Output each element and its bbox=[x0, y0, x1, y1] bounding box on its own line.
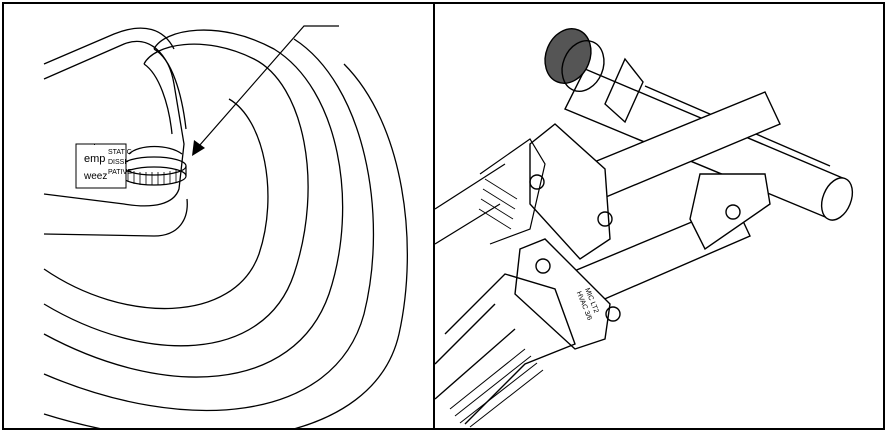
right-illustration: MIC LT2 HVAC 3/6 bbox=[435, 28, 854, 428]
pointer-arrowhead bbox=[192, 140, 205, 156]
left-panel-hose-clamp-detail: emp weez STATIC DISSI- PATIVE bbox=[2, 2, 436, 430]
handle-body bbox=[43, 40, 185, 207]
grip-ribs bbox=[449, 348, 544, 428]
handle-bottom bbox=[43, 198, 188, 237]
logo-text-1: emp bbox=[84, 153, 105, 165]
mic-capsule-ring bbox=[561, 40, 605, 92]
clamp-collar bbox=[128, 145, 183, 155]
label-block: emp weez STATIC DISSI- PATIVE bbox=[75, 143, 132, 189]
hose-outline-3 bbox=[43, 38, 375, 412]
label-line-3: PATIVE bbox=[108, 169, 132, 176]
rod-bracket bbox=[689, 173, 771, 251]
hose-outline-4 bbox=[43, 63, 409, 428]
upper-head-ribs bbox=[478, 178, 518, 230]
handle-grip bbox=[435, 273, 576, 425]
label-line-1: STATIC bbox=[108, 149, 132, 156]
logo-text-2: weez bbox=[83, 171, 107, 182]
label-line-2: DISSI- bbox=[108, 159, 129, 166]
handle-top-edge bbox=[43, 27, 175, 65]
upper-clamp bbox=[529, 123, 613, 260]
hose-outline-1 bbox=[43, 43, 309, 347]
lower-clamp bbox=[514, 238, 621, 350]
hose-elbow bbox=[143, 63, 173, 135]
pointer-leader bbox=[198, 25, 339, 147]
hose-elbow-2 bbox=[153, 48, 187, 130]
clamp-knurl bbox=[127, 170, 177, 185]
hose-outline-2 bbox=[43, 29, 344, 378]
upper-head bbox=[435, 138, 546, 245]
right-panel-mic-mount-detail: MIC LT2 HVAC 3/6 bbox=[433, 2, 885, 430]
left-illustration: emp weez STATIC DISSI- PATIVE bbox=[43, 25, 409, 428]
hose-outline-5 bbox=[43, 98, 269, 310]
